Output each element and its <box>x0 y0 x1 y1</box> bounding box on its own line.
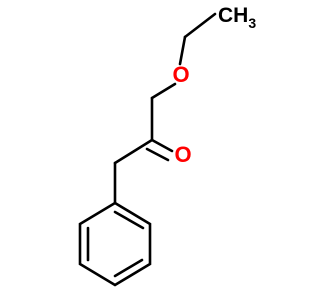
bond-ch2-o-ether <box>178 35 187 66</box>
bond-o-ether-ch2 <box>150 82 177 100</box>
bond-carbonyl-double-2 <box>145 147 170 162</box>
bond-carbonyl-double-1 <box>150 138 174 153</box>
ring-double-bond-1 <box>113 210 145 230</box>
atom-label-ether-oxygen: O <box>172 62 189 87</box>
molecule-diagram: CH3 O O <box>78 4 257 287</box>
benzene-ring <box>78 201 152 287</box>
atom-label-carbonyl-oxygen: O <box>174 142 191 167</box>
bond-ch3-ch2 <box>183 12 217 39</box>
bond-carbonyl-c-ch2 <box>113 138 154 165</box>
ring-double-bond-2 <box>113 258 144 278</box>
atom-label-methyl: CH3 <box>218 4 256 31</box>
